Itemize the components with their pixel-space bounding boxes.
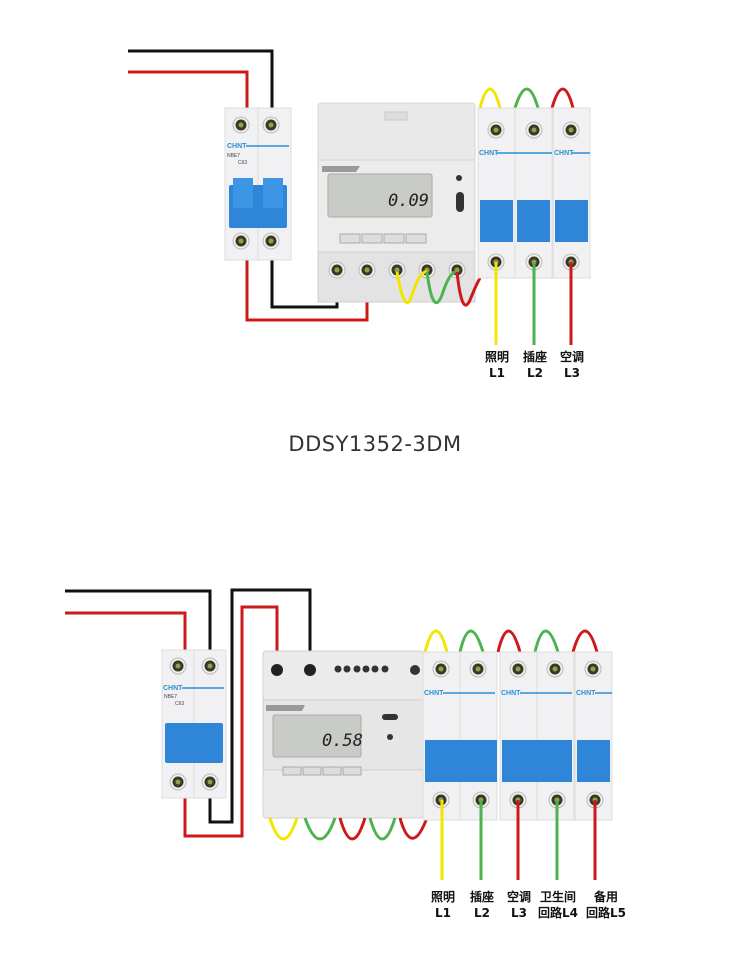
circuit-name: 备用 <box>593 889 618 904</box>
model-title: DDSY1352-3DM <box>288 432 462 456</box>
circuit-name: 空调 <box>507 889 531 904</box>
main-breaker-2p: CHNT NBE7 C63 <box>161 649 227 799</box>
circuit-name: 插座 <box>523 349 547 364</box>
lcd-screen <box>272 714 362 758</box>
meter-reading: 0.09 <box>388 191 429 211</box>
breaker-rating: C63 <box>238 160 247 166</box>
meter-button[interactable] <box>339 233 361 244</box>
breaker-brand: CHNT <box>227 143 247 150</box>
circuit-code: L1 <box>435 906 451 920</box>
live-input-wire <box>65 611 187 655</box>
breaker-brand: CHNT <box>479 150 499 157</box>
circuit-code: L3 <box>564 366 580 380</box>
circuit-name: 插座 <box>470 889 494 904</box>
breaker-brand: CHNT <box>163 685 183 692</box>
meter-button[interactable] <box>405 233 427 244</box>
breaker-brand: CHNT <box>554 150 574 157</box>
circuit-code: L2 <box>474 906 490 920</box>
circuit-code: L1 <box>489 366 505 380</box>
circuit-code: 回路L5 <box>586 905 626 920</box>
circuit-labels-top: 照明 L1 插座 L2 空调 L3 <box>485 349 584 380</box>
branch-breakers: CHNT CHNT <box>477 87 591 279</box>
meter-button[interactable] <box>342 766 362 776</box>
meter-button[interactable] <box>322 766 342 776</box>
meter-button[interactable] <box>361 233 383 244</box>
breaker-model: NBE7 <box>227 153 240 159</box>
neutral-input-wire <box>128 49 274 115</box>
lcd-screen <box>327 173 433 218</box>
branch-breakers: CHNT CHNT CHNT <box>422 629 613 821</box>
live-input-wire <box>128 70 249 115</box>
circuit-code: L3 <box>511 906 527 920</box>
circuit-labels-bottom: 照明 L1 插座 L2 空调 L3 卫生间 回路L4 备用 回路L5 <box>431 889 626 920</box>
circuit-name: 卫生间 <box>540 889 576 904</box>
top-diagram: CHNT NBE7 C63 0.09 <box>128 49 591 380</box>
breaker-rating: C63 <box>175 701 184 707</box>
meter-button[interactable] <box>302 766 322 776</box>
breaker-brand: CHNT <box>501 690 521 697</box>
bottom-diagram: CHNT NBE7 C63 0.58 <box>65 588 626 920</box>
neutral-meter-wire <box>208 588 312 824</box>
meter-reading: 0.58 <box>322 731 363 751</box>
circuit-name: 照明 <box>485 349 509 364</box>
circuit-name: 照明 <box>431 889 455 904</box>
live-meter-wire <box>183 605 279 838</box>
neutral-input-wire <box>65 589 212 655</box>
circuit-code: 回路L4 <box>538 905 578 920</box>
main-breaker-2p: CHNT NBE7 C63 <box>224 107 292 261</box>
meter-button[interactable] <box>383 233 405 244</box>
energy-meter: 0.58 <box>262 650 424 819</box>
breaker-brand: CHNT <box>576 690 596 697</box>
breaker-model: NBE7 <box>164 694 177 700</box>
breaker-brand: CHNT <box>424 690 444 697</box>
circuit-code: L2 <box>527 366 543 380</box>
circuit-name: 空调 <box>560 349 584 364</box>
meter-button[interactable] <box>282 766 302 776</box>
